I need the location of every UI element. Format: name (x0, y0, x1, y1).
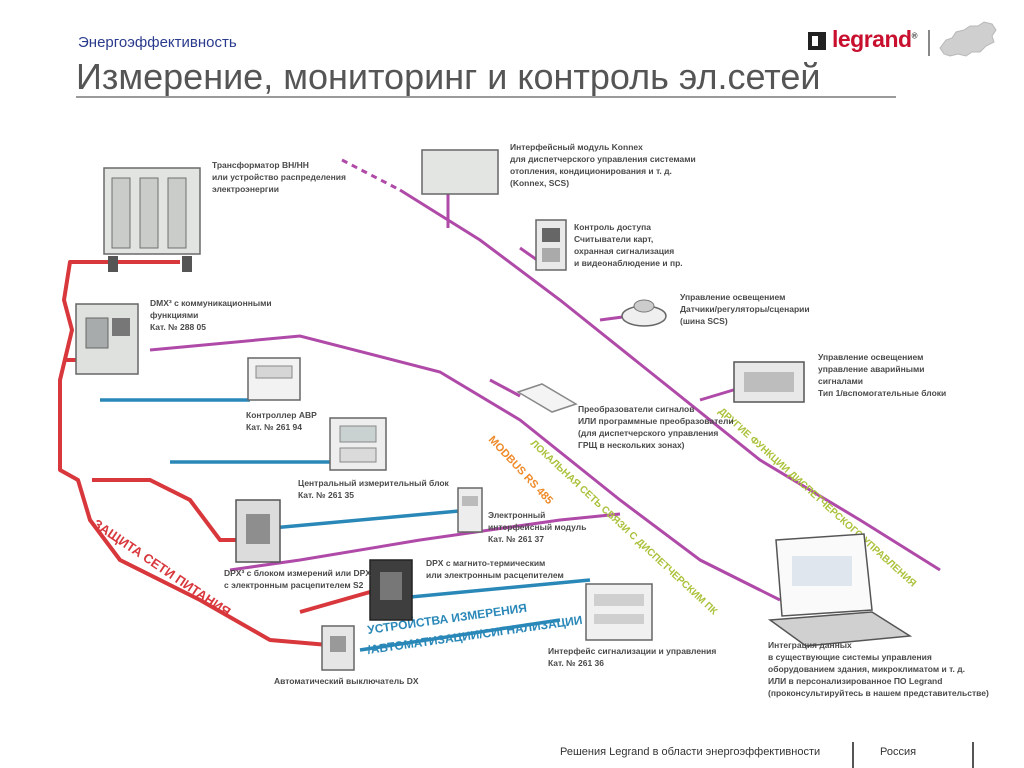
avr-label: Контроллер АВР Кат. № 261 94 (246, 410, 317, 432)
svg-text:Считыватели карт,: Считыватели карт, (574, 234, 653, 244)
svg-text:Контроллер АВР: Контроллер АВР (246, 410, 317, 420)
dashed-network-line (341, 158, 401, 192)
electronic-interface-module-icon (457, 487, 483, 533)
signal-converter-label: Преобразователи сигналов ИЛИ программные… (578, 404, 734, 450)
svg-text:для диспетчерского управления: для диспетчерского управления системами (510, 154, 696, 164)
modbus-bus-label: MODBUS RS 485 (486, 434, 555, 507)
svg-text:Интерфейсный модуль Konnex: Интерфейсный модуль Konnex (510, 142, 643, 152)
svg-text:(для диспетчерского управления: (для диспетчерского управления (578, 428, 718, 438)
svg-text:Управление освещением: Управление освещением (680, 292, 785, 302)
svg-text:Центральный измерительный блок: Центральный измерительный блок (298, 478, 450, 488)
svg-text:Контроль доступа: Контроль доступа (574, 222, 651, 232)
dpx3-label: DPX³ с блоком измерений или DPX с электр… (224, 568, 371, 590)
russia-map-icon (939, 21, 997, 57)
svg-text:с электронным расцепителем S2: с электронным расцепителем S2 (224, 580, 364, 590)
access-control-icon (535, 219, 567, 271)
measurement-line-dx (359, 618, 561, 652)
konnex-module-icon (421, 149, 499, 195)
svg-text:Интеграция данных: Интеграция данных (768, 640, 852, 650)
laptop-network-line (699, 558, 781, 602)
protection-network-line (58, 260, 341, 648)
section-subtitle: Энергоэффективность (78, 34, 237, 51)
svg-text:охранная сигнализация: охранная сигнализация (574, 246, 674, 256)
legrand-logo: legrand® (808, 21, 998, 62)
svg-text:Кат. № 261 37: Кат. № 261 37 (488, 534, 544, 544)
svg-text:управление аварийными: управление аварийными (818, 364, 924, 374)
measurement-line-dpx3 (271, 508, 471, 530)
dmx-breaker-icon (75, 303, 139, 375)
avr-controller-icon (247, 357, 301, 401)
local-network-lower-line (229, 512, 621, 572)
central-measuring-unit-icon (329, 417, 387, 471)
measurement-line-dpx (399, 578, 591, 600)
svg-text:или устройство распределения: или устройство распределения (212, 172, 346, 182)
svg-text:Преобразователи сигналов: Преобразователи сигналов (578, 404, 694, 414)
central-measuring-label: Центральный измерительный блок Кат. № 26… (298, 478, 450, 500)
protection-branch-dpx3 (92, 478, 238, 542)
svg-text:Кат. № 288 05: Кат. № 288 05 (150, 322, 206, 332)
dpx-label: DPX с магнито-термическим или электронны… (426, 558, 564, 580)
emergency-lighting-unit-icon (733, 361, 805, 403)
svg-text:DPX³ с блоком измерений или DP: DPX³ с блоком измерений или DPX (224, 568, 371, 578)
svg-text:функциями: функциями (150, 310, 198, 320)
svg-text:в существующие системы управле: в существующие системы управления (768, 652, 932, 662)
svg-text:Тип 1/вспомогательные блоки: Тип 1/вспомогательные блоки (818, 388, 946, 398)
svg-text:(проконсультируйтесь в нашем п: (проконсультируйтесь в нашем представите… (768, 688, 989, 698)
electronic-interface-label: Электронный интерфейсный модуль Кат. № 2… (488, 510, 586, 544)
svg-text:Кат. № 261 94: Кат. № 261 94 (246, 422, 302, 432)
dx-label: Автоматический выключатель DX (274, 676, 419, 686)
access-control-label: Контроль доступа Считыватели карт, охран… (574, 222, 683, 268)
footer-separator-end (972, 742, 974, 768)
signaling-interface-label: Интерфейс сигнализации и управления Кат.… (548, 646, 716, 668)
lighting-sensor-icon (621, 299, 667, 327)
signal-converter-icon (516, 383, 578, 413)
laptop-icon (767, 533, 913, 647)
footer-region: Россия (880, 746, 917, 758)
svg-text:или электронным расцепителем: или электронным расцепителем (426, 570, 564, 580)
svg-text:ИЛИ в персонализированное ПО L: ИЛИ в персонализированное ПО Legrand (768, 676, 942, 686)
dmx-label: DMX³ с коммуникационными функциями Кат. … (150, 298, 272, 332)
svg-text:Автоматический выключатель DX: Автоматический выключатель DX (274, 676, 419, 686)
svg-text:Интерфейс сигнализации и управ: Интерфейс сигнализации и управления (548, 646, 716, 656)
svg-text:и видеонаблюдение и пр.: и видеонаблюдение и пр. (574, 258, 683, 268)
svg-text:Трансформатор ВН/НН: Трансформатор ВН/НН (212, 160, 309, 170)
legrand-mark-icon (808, 32, 826, 50)
logo-separator (928, 30, 930, 56)
transformer-label: Трансформатор ВН/НН или устройство распр… (212, 160, 346, 194)
dpx3-breaker-icon (235, 499, 281, 563)
svg-text:ГРЩ в нескольких зонах): ГРЩ в нескольких зонах) (578, 440, 685, 450)
emergency-lighting-label: Управление освещением управление аварийн… (818, 352, 946, 398)
svg-text:Электронный: Электронный (488, 510, 545, 520)
dpx-breaker-icon (369, 559, 413, 621)
konnex-label: Интерфейсный модуль Konnex для диспетчер… (510, 142, 696, 188)
footer-separator (852, 742, 854, 768)
dx-breaker-icon (321, 625, 355, 671)
svg-text:электроэнергии: электроэнергии (212, 184, 279, 194)
svg-text:(Konnex, SCS): (Konnex, SCS) (510, 178, 569, 188)
building-control-line (399, 188, 941, 572)
svg-text:Датчики/регуляторы/сценарии: Датчики/регуляторы/сценарии (680, 304, 810, 314)
svg-text:оборудованием здания, микрокли: оборудованием здания, микроклиматом и т.… (768, 664, 965, 674)
transformer-icon (103, 167, 201, 272)
branch-converter (489, 378, 521, 398)
svg-text:DMX³ с коммуникационными: DMX³ с коммуникационными (150, 298, 272, 308)
svg-text:интерфейсный модуль: интерфейсный модуль (488, 522, 586, 532)
title-underline (76, 96, 896, 98)
svg-text:Кат. № 261 36: Кат. № 261 36 (548, 658, 604, 668)
page-title: Измерение, мониторинг и контроль эл.сете… (76, 56, 821, 97)
svg-text:(шина SCS): (шина SCS) (680, 316, 728, 326)
svg-text:отопления, кондиционирования и: отопления, кондиционирования и т. д. (510, 166, 672, 176)
data-integration-label: Интеграция данных в существующие системы… (768, 640, 989, 698)
svg-text:Кат. № 261 35: Кат. № 261 35 (298, 490, 354, 500)
legrand-wordmark: legrand® (832, 26, 918, 52)
lighting-control-label: Управление освещением Датчики/регуляторы… (680, 292, 810, 326)
svg-text:Управление освещением: Управление освещением (818, 352, 923, 362)
svg-text:сигналами: сигналами (818, 376, 863, 386)
protection-branch-dpx (299, 590, 371, 614)
svg-text:DPX с магнито-термическим: DPX с магнито-термическим (426, 558, 545, 568)
signaling-interface-icon (585, 583, 653, 641)
footer-caption: Решения Legrand в области энергоэффектив… (560, 746, 821, 758)
svg-text:ИЛИ программные преобразовател: ИЛИ программные преобразователи (578, 416, 734, 426)
